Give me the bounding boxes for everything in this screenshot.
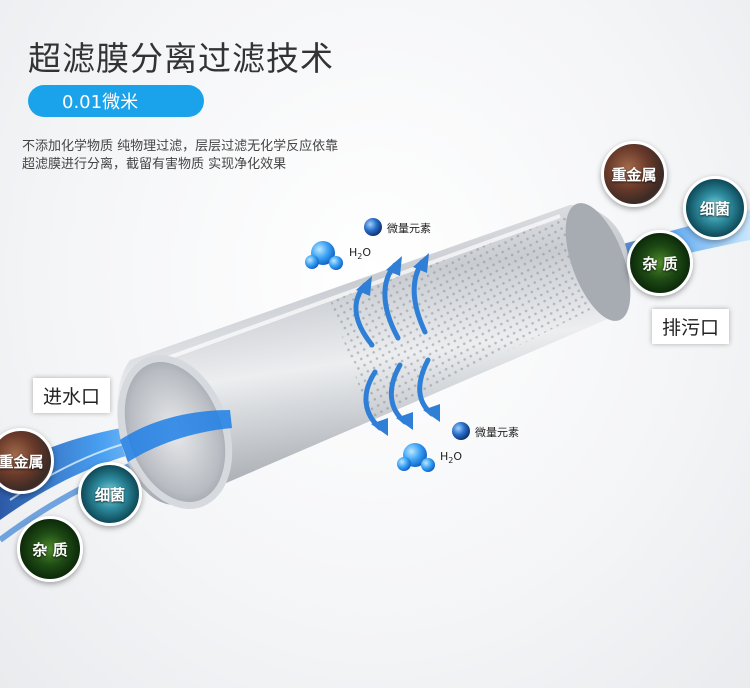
- description: 不添加化学物质 纯物理过滤，层层过滤无化学反应依靠 超滤膜进行分离，截留有害物质…: [22, 138, 338, 174]
- left-bacteria-label: 细菌: [94, 485, 125, 504]
- description-line-1: 不添加化学物质 纯物理过滤，层层过滤无化学反应依靠: [22, 139, 339, 154]
- right-heavy-metal-circle: 重金属: [601, 141, 667, 207]
- left-impurity-label: 杂 质: [32, 540, 68, 559]
- inlet-label: 进水口: [33, 378, 111, 413]
- water-molecule-top: [305, 241, 343, 270]
- spec-badge: 0.01微米: [28, 85, 204, 117]
- trace-element-ball-top: [364, 218, 382, 236]
- outlet-label: 排污口: [652, 309, 730, 344]
- right-impurity-label: 杂 质: [642, 254, 678, 273]
- right-impurity-circle: 杂 质: [627, 230, 693, 296]
- left-heavy-metal-label: 重金属: [0, 452, 44, 471]
- left-bacteria-circle: 细菌: [78, 462, 142, 526]
- left-impurity-circle: 杂 质: [17, 516, 83, 582]
- page-title: 超滤膜分离过滤技术: [28, 39, 334, 78]
- h2o-label-top: H2O: [349, 246, 372, 262]
- right-bacteria-label: 细菌: [699, 199, 730, 218]
- description-line-2: 超滤膜进行分离，截留有害物质 实现净化效果: [22, 157, 287, 172]
- trace-element-label-top: 微量元素: [387, 222, 431, 235]
- trace-element-ball-bottom: [452, 422, 470, 440]
- right-bacteria-circle: 细菌: [683, 176, 747, 240]
- trace-element-label-bottom: 微量元素: [475, 426, 519, 439]
- left-heavy-metal-circle: 重金属: [0, 428, 54, 494]
- h2o-label-bottom: H2O: [440, 450, 463, 466]
- water-molecule-bottom: [397, 443, 435, 472]
- right-heavy-metal-label: 重金属: [611, 165, 657, 184]
